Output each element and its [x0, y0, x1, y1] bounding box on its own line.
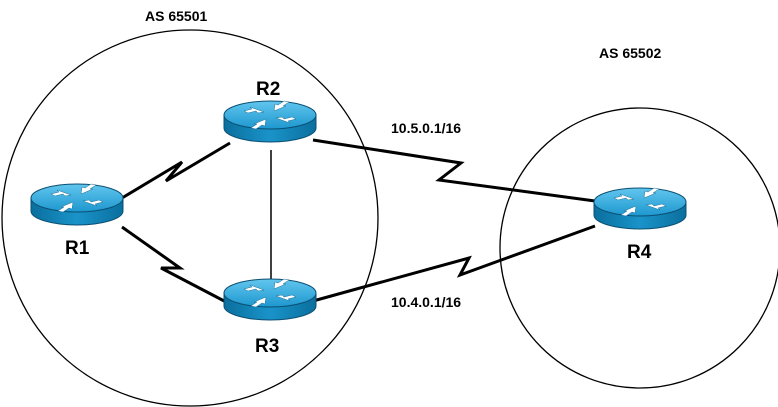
network-10-4-label: 10.4.0.1/16: [391, 294, 461, 310]
router-r4-label: R4: [627, 242, 652, 263]
as-65501-label: AS 65501: [145, 8, 207, 24]
as-65501-boundary: [1, 29, 379, 407]
link-r1-r3-serial: [121, 225, 229, 305]
as-65502-boundary: [499, 107, 778, 389]
router-r2-label: R2: [256, 79, 280, 100]
router-r3-icon: [223, 278, 317, 321]
router-r4-icon: [593, 187, 687, 230]
router-r2-icon: [223, 100, 317, 143]
link-r2-r4-serial: [312, 138, 596, 203]
network-10-5-label: 10.5.0.1/16: [391, 120, 461, 136]
router-r1-icon: [30, 183, 124, 226]
router-r3-label: R3: [255, 336, 279, 357]
link-r3-r4-serial: [312, 224, 596, 303]
router-r1-label: R1: [65, 238, 90, 259]
as-65502-label: AS 65502: [599, 45, 661, 61]
links: [121, 138, 596, 305]
link-r1-r2-serial: [121, 141, 231, 200]
